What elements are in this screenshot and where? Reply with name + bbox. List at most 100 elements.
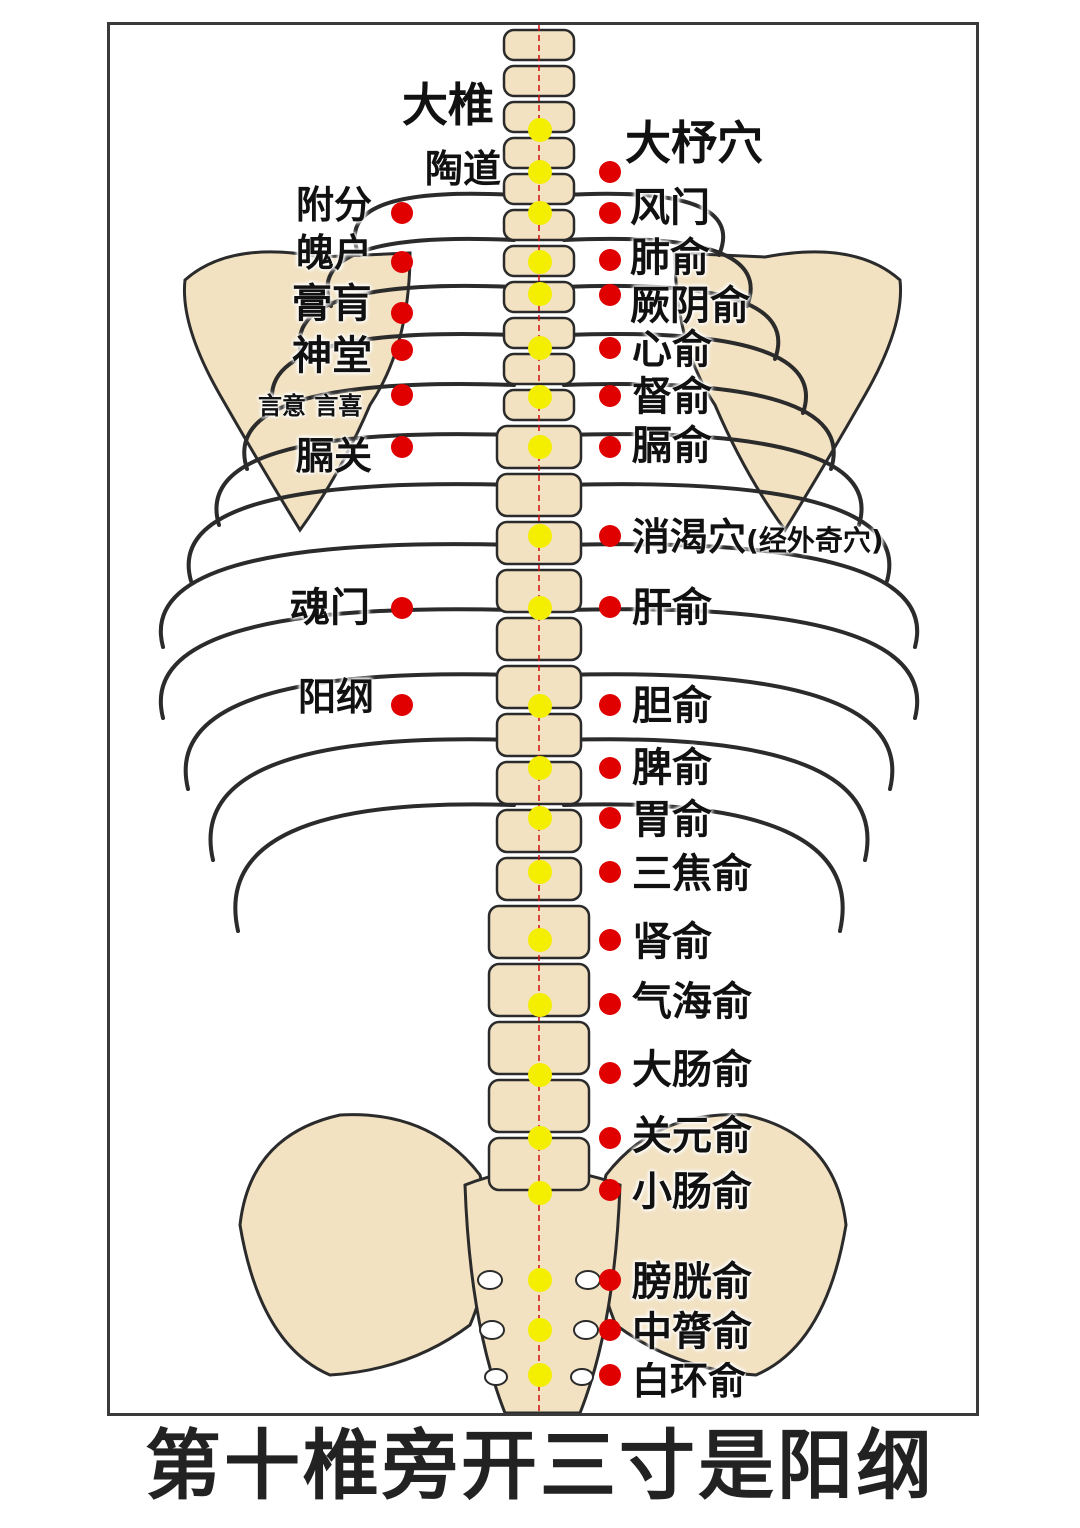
diagram-frame [107, 22, 979, 1416]
label-dushu: 督俞 [632, 374, 712, 420]
point-fufen [391, 202, 413, 224]
point-xiaoke [599, 525, 621, 547]
rib [562, 236, 753, 308]
point-gaohuang [391, 302, 413, 324]
label-qihaishu: 气海俞 [632, 979, 752, 1025]
label-geguan: 膈关 [296, 434, 373, 478]
point-du-14 [528, 860, 552, 884]
label-dazhu: 大杼穴 [625, 116, 763, 170]
point-pishu [599, 757, 621, 779]
rib [562, 672, 895, 791]
point-du-19 [528, 1181, 552, 1205]
point-du-22 [528, 1363, 552, 1387]
rib [233, 802, 516, 933]
point-du-21 [528, 1318, 552, 1342]
label-xinshu: 心俞 [632, 327, 712, 373]
left-ilium [238, 1113, 490, 1377]
label-dazhui: 大椎 [402, 78, 494, 132]
label-weishu: 胃俞 [632, 797, 712, 843]
label-pohu: 魄户 [296, 231, 373, 275]
point-dushu [599, 385, 621, 407]
label-shentang: 神堂 [292, 333, 372, 379]
point-du-6 [528, 336, 552, 360]
caption-text: 第十椎旁开三寸是阳纲 [145, 1421, 935, 1510]
point-hunmen [391, 597, 413, 619]
point-du-15 [528, 928, 552, 952]
label-guanyuanshu: 关元俞 [632, 1113, 752, 1159]
point-du-20 [528, 1268, 552, 1292]
point-du-16 [528, 993, 552, 1017]
point-yixi [391, 384, 413, 406]
point-dachangshu [599, 1062, 621, 1084]
label-yanggang: 阳纲 [298, 675, 375, 719]
rib [562, 283, 781, 361]
point-du-3 [528, 201, 552, 225]
point-geshu [599, 436, 621, 458]
label-shenshu: 肾俞 [632, 919, 712, 965]
label-yixi: 言意 言喜 [258, 392, 363, 420]
rib [562, 607, 920, 720]
left-scapula [182, 250, 412, 533]
rib [352, 191, 516, 257]
point-weishu [599, 807, 621, 829]
point-pohu [391, 251, 413, 273]
label-fufen: 附分 [296, 183, 373, 227]
point-guanyuanshu [599, 1127, 621, 1149]
label-xiaoke-name: 消渴穴 [632, 515, 747, 559]
point-shenshu [599, 929, 621, 951]
rib [325, 236, 516, 308]
point-du-8 [528, 435, 552, 459]
rib [214, 432, 516, 527]
rib [208, 737, 516, 862]
point-taodao [528, 160, 552, 184]
point-baihuanshu [599, 1364, 621, 1386]
point-feishu [599, 249, 621, 271]
rib [562, 802, 845, 933]
rib [562, 382, 836, 471]
label-jueyinshu: 厥阴俞 [630, 283, 750, 329]
label-gaohuang: 膏肓 [292, 281, 372, 327]
label-pishu: 脾俞 [632, 745, 712, 791]
point-du-17 [528, 1063, 552, 1087]
point-pangguangshu [599, 1269, 621, 1291]
skeleton-illustration [158, 25, 920, 1413]
label-zhonglushu: 中膂俞 [632, 1309, 752, 1355]
point-du-13 [528, 806, 552, 830]
label-dachangshu: 大肠俞 [632, 1047, 752, 1093]
rib [270, 331, 516, 415]
point-du-7 [528, 385, 552, 409]
point-fengmen [599, 202, 621, 224]
point-dazhui [528, 118, 552, 142]
rib [183, 672, 516, 791]
point-jueyinshu [599, 284, 621, 306]
point-geguan [391, 436, 413, 458]
label-danshu: 胆俞 [632, 683, 712, 729]
rib [158, 607, 516, 720]
label-baihuanshu: 白环俞 [632, 1362, 747, 1403]
label-xiaochangshu: 小肠俞 [632, 1169, 752, 1215]
point-yanggang [391, 694, 413, 716]
rib [158, 542, 516, 649]
label-ganshu: 肝俞 [632, 585, 712, 631]
rib [562, 191, 726, 257]
rib [562, 432, 864, 527]
rib [297, 283, 516, 361]
label-pangguangshu: 膀胱俞 [632, 1259, 752, 1305]
label-xiaoke: 消渴穴(经外奇穴) [632, 518, 884, 556]
right-scapula [673, 250, 903, 533]
point-dazhu [599, 161, 621, 183]
point-xinshu [599, 337, 621, 359]
point-shentang [391, 339, 413, 361]
label-geshu: 膈俞 [632, 423, 712, 469]
point-du-5 [528, 282, 552, 306]
point-qihaishu [599, 993, 621, 1015]
point-danshu [599, 694, 621, 716]
label-hunmen: 魂门 [290, 585, 370, 631]
rib [186, 482, 516, 583]
label-sanjiaoshu: 三焦俞 [632, 851, 752, 897]
rib [562, 331, 808, 415]
point-du-4 [528, 250, 552, 274]
rib [562, 737, 870, 862]
label-taodao: 陶道 [425, 147, 502, 191]
rib [562, 482, 892, 583]
